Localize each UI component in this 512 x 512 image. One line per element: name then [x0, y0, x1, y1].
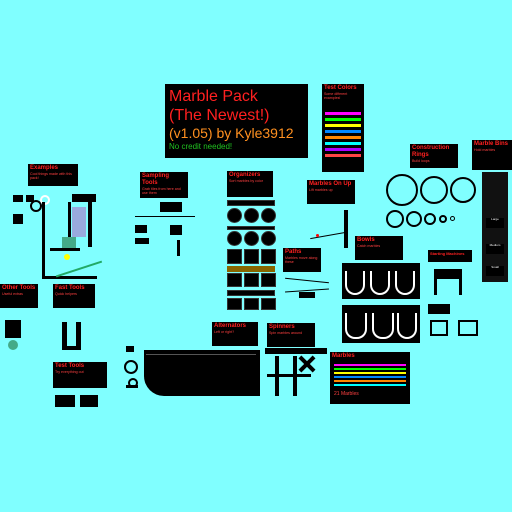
other-tools-sub: Useful extras	[2, 292, 23, 296]
example-machine[interactable]	[10, 192, 103, 282]
fast-tools-card: Fast Tools Quick helpers	[53, 284, 95, 308]
title-card: Marble Pack (The Newest!) (v1.05) by Kyl…	[165, 84, 308, 158]
bin-small-label: Small	[491, 265, 499, 269]
fast-tools-sub: Quick helpers	[55, 292, 77, 296]
title-credit: No credit needed!	[169, 142, 233, 151]
test-colors-card: Test Colors Some different examples!	[322, 84, 364, 172]
marbles-on-up-title: Marbles On Up	[309, 181, 352, 187]
starting-machine-d[interactable]	[458, 320, 478, 336]
marble-bins-card: Marble Bins Hold marbles	[472, 140, 512, 170]
marbles-card: Marbles 21 Marbles	[330, 352, 410, 404]
starting-machine-c[interactable]	[430, 320, 448, 336]
spinners-area[interactable]	[265, 348, 327, 398]
spinners-title: Spinners	[269, 324, 295, 330]
organizers-sub: Sort marbles by color	[229, 179, 263, 183]
construction-rings-card: Construction Rings Build loops	[410, 144, 458, 168]
alternators-sub: Left or right?	[214, 330, 235, 334]
marbles-on-up-card: Marbles On Up Lift marbles up	[307, 180, 355, 204]
lift-track[interactable]	[310, 210, 360, 250]
bowls-card: Bowls Catch marbles	[355, 236, 403, 260]
bowls-panel-2[interactable]	[342, 305, 420, 343]
examples-title: Examples	[30, 165, 59, 171]
test-tool-panel-2[interactable]	[80, 395, 98, 407]
other-tools-title: Other Tools	[2, 285, 36, 291]
bin-large[interactable]: Large	[486, 217, 504, 228]
starting-machine-a[interactable]	[428, 265, 468, 297]
marble-bins-title: Marble Bins	[474, 141, 509, 147]
starting-machine-b[interactable]	[428, 304, 450, 314]
bowls-panel[interactable]	[342, 263, 420, 299]
marbles-count: 21 Marbles	[334, 391, 359, 397]
other-tool-2[interactable]	[8, 340, 18, 350]
test-tools-sub: Try everything out	[55, 370, 84, 374]
sampling-tools-title: Sampling Tools	[142, 173, 170, 186]
marbles-title: Marbles	[332, 353, 355, 359]
paths-card: Paths Marbles move along these	[283, 248, 321, 272]
bin-medium-label: Medium	[489, 243, 501, 247]
bowls-sub: Catch marbles	[357, 244, 381, 248]
test-colors-sub: Some different examples!	[324, 92, 348, 101]
spinners-sub: Spin marbles around	[269, 331, 303, 335]
alternators-card: Alternators Left or right?	[212, 322, 258, 346]
paths-title: Paths	[285, 249, 302, 255]
test-tool-panel[interactable]	[55, 395, 75, 407]
test-colors-title: Test Colors	[324, 85, 357, 91]
starting-machines-card: Starting Machines	[428, 250, 472, 262]
bin-medium[interactable]: Medium	[486, 243, 504, 254]
sampling-tools-area[interactable]	[130, 200, 200, 260]
rings-area[interactable]	[384, 172, 480, 232]
fast-tools-title: Fast Tools	[55, 285, 85, 291]
organizers-title: Organizers	[229, 172, 261, 178]
spinners-card: Spinners Spin marbles around	[267, 323, 315, 347]
title-line-2: (The Newest!)	[169, 107, 270, 124]
fast-tool-piece[interactable]	[60, 322, 90, 352]
marble-bins-sub: Hold marbles	[474, 148, 496, 152]
bowls-title: Bowls	[357, 237, 375, 243]
title-line-1: Marble Pack	[169, 88, 258, 105]
alternator-piece[interactable]	[126, 385, 138, 388]
sampling-tools-sub: Grab tiles from here and use them	[142, 187, 181, 196]
marbles-on-up-sub: Lift marbles up	[309, 188, 333, 192]
bin-large-label: Large	[491, 217, 499, 221]
bin-small[interactable]: Small	[486, 265, 504, 276]
organizers-grid[interactable]	[227, 200, 277, 312]
other-tool-1[interactable]	[5, 320, 21, 338]
alternator-machine[interactable]	[122, 346, 262, 398]
path-pieces[interactable]	[285, 276, 335, 306]
test-tools-title: Test Tools	[55, 363, 85, 369]
alternators-title: Alternators	[214, 323, 247, 329]
examples-sub: Cool things made with this pack!	[30, 172, 72, 181]
examples-card: Examples Cool things made with this pack…	[28, 164, 78, 186]
construction-rings-sub: Build loops	[412, 159, 430, 163]
construction-rings-title: Construction Rings	[412, 145, 450, 158]
title-line-3: (v1.05) by Kyle3912	[169, 125, 294, 141]
starting-machines-title: Starting Machines	[430, 251, 465, 256]
paths-sub: Marbles move along these	[285, 256, 318, 265]
test-tools-card: Test Tools Try everything out	[53, 362, 107, 388]
sampling-tools-card: Sampling Tools Grab tiles from here and …	[140, 172, 188, 198]
other-tools-card: Other Tools Useful extras	[0, 284, 38, 308]
organizers-card: Organizers Sort marbles by color	[227, 171, 273, 197]
